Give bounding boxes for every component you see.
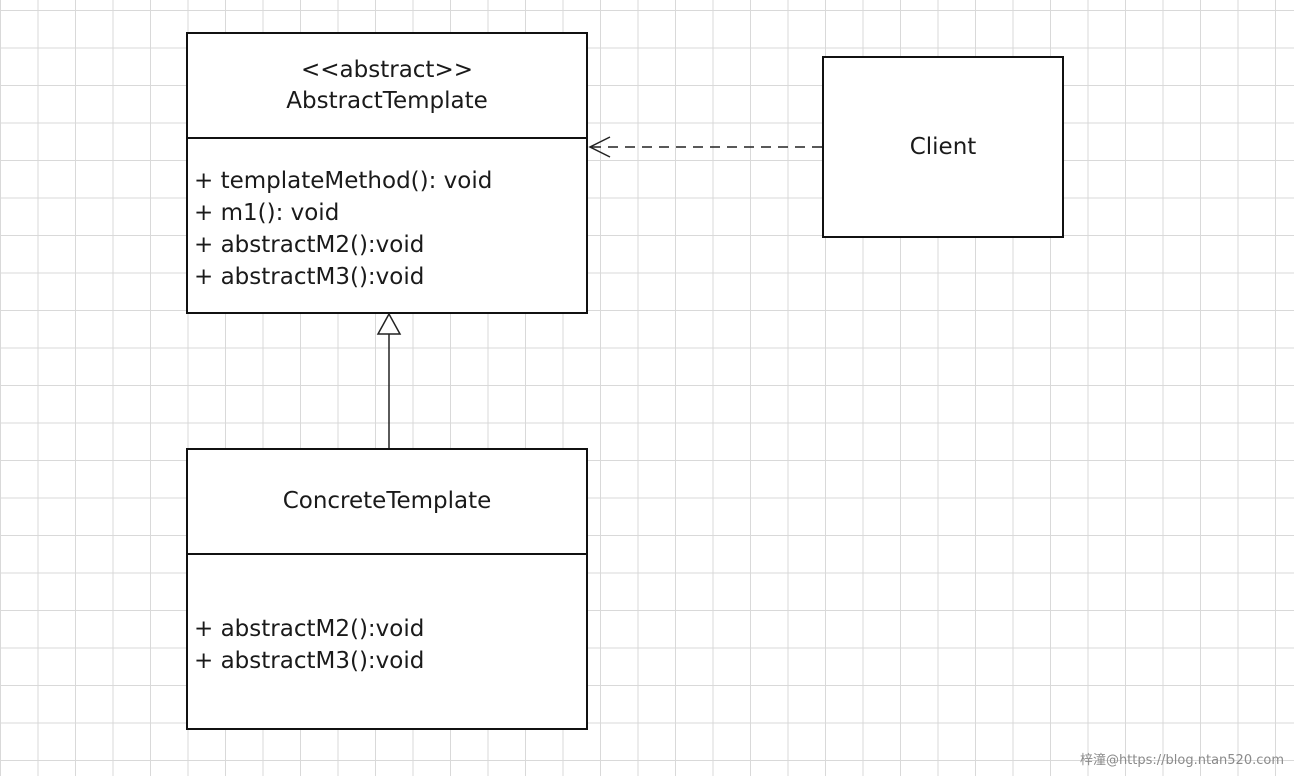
concrete-template-methods: + abstractM2():void + abstractM3():void	[188, 555, 586, 677]
concrete-template-header: ConcreteTemplate	[188, 450, 586, 555]
watermark-text: 梓潼@https://blog.ntan520.com	[1079, 753, 1284, 768]
abstract-template-header: <<abstract>> AbstractTemplate	[188, 34, 586, 139]
dependency-arrowhead	[588, 136, 611, 158]
method-item: + abstractM2():void	[194, 616, 425, 642]
method-item: + abstractM3():void	[194, 648, 425, 674]
method-item: + m1(): void	[194, 200, 340, 226]
client-class[interactable]: Client	[822, 56, 1064, 238]
method-item: + abstractM2():void	[194, 232, 425, 258]
generalization-triangle	[376, 312, 402, 335]
class-name: ConcreteTemplate	[282, 488, 492, 514]
method-item: + abstractM3():void	[194, 264, 425, 290]
abstract-template-methods: + templateMethod(): void + m1(): void + …	[188, 139, 586, 293]
class-name: Client	[909, 133, 977, 160]
class-name: AbstractTemplate	[286, 87, 488, 114]
method-item: + templateMethod(): void	[194, 168, 493, 194]
abstract-template-class[interactable]: <<abstract>> AbstractTemplate + template…	[186, 32, 588, 314]
concrete-template-class[interactable]: ConcreteTemplate + abstractM2():void + a…	[186, 448, 588, 730]
class-stereotype: <<abstract>>	[301, 56, 473, 83]
